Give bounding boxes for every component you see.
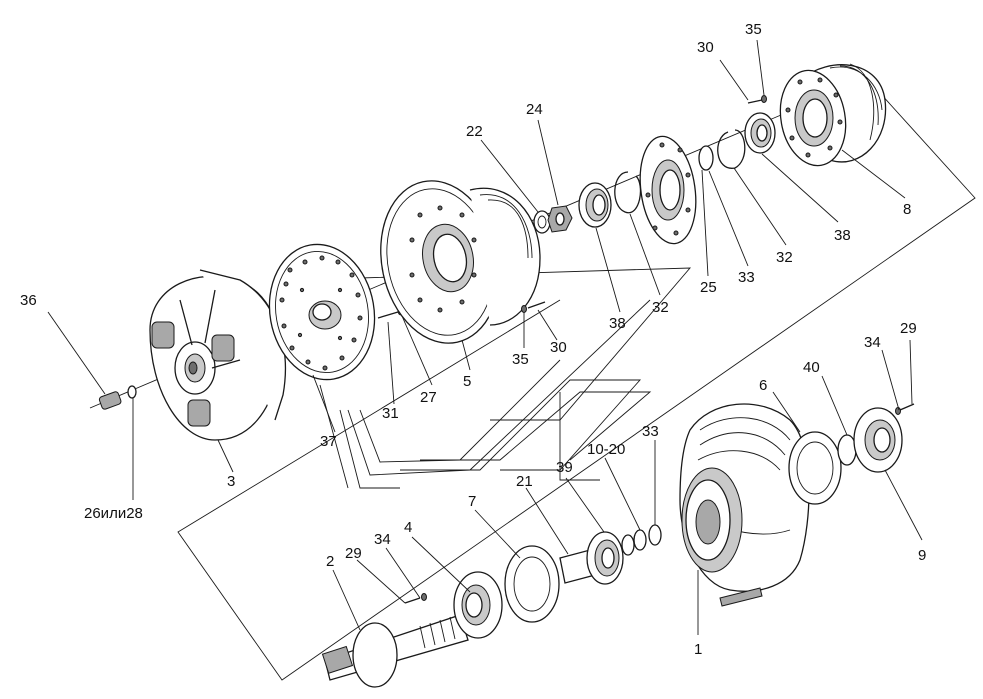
- callout-38-lower: 38: [609, 315, 626, 332]
- friction-disc-part: [268, 243, 376, 381]
- rings-33-32-upper: [698, 129, 746, 171]
- callout-39: 39: [556, 459, 573, 476]
- pulley-disk-part: [380, 180, 541, 344]
- bearing-part-38-lower: [578, 182, 612, 228]
- callout-3: 3: [227, 473, 235, 490]
- callout-40: 40: [803, 359, 820, 376]
- callout-24: 25: [700, 279, 717, 296]
- leader-lines: [47, 39, 923, 635]
- shim-rings-10-20-33: [621, 524, 662, 556]
- callout-26-or-28: 26или28: [84, 505, 143, 522]
- callout-37: 37: [320, 433, 337, 450]
- callout-4: 4: [404, 519, 412, 536]
- cover-part-9: [853, 407, 903, 473]
- bearing-part-39: [586, 531, 624, 585]
- callout-33-upper: 33: [738, 269, 755, 286]
- callout-5: 5: [463, 373, 471, 390]
- callout-35-upper: 35: [745, 21, 762, 38]
- callout-25: 21: [516, 473, 533, 490]
- circlip-part-32-lower: [614, 171, 642, 214]
- bearing-housing-flange: [639, 135, 697, 245]
- gear-housing-part-1: [679, 403, 810, 607]
- flange-part-4: [453, 571, 503, 639]
- callout-36: 36: [20, 292, 37, 309]
- pulley-part-8: [779, 63, 887, 167]
- callout-6: 6: [759, 377, 767, 394]
- bearing-part-38-upper: [744, 112, 776, 154]
- ring-part-40: [837, 434, 857, 466]
- callout-27: 27: [420, 389, 437, 406]
- callout-29-right: 29: [900, 320, 917, 337]
- callout-29-left: 29: [345, 545, 362, 562]
- callout-1: 1: [694, 641, 702, 658]
- callout-35-lower: 35: [512, 351, 529, 368]
- housing-cover-part: [149, 269, 287, 441]
- callout-33-lower: 33: [642, 423, 659, 440]
- callout-30-lower: 30: [550, 339, 567, 356]
- callout-30-upper: 30: [697, 39, 714, 56]
- callout-34-left: 34: [374, 531, 391, 548]
- callout-2: 2: [326, 553, 334, 570]
- bolt-29-34-left: [404, 593, 427, 604]
- callout-22: 24: [526, 101, 543, 118]
- callout-32-lower: 32: [652, 299, 669, 316]
- callout-9: 9: [918, 547, 926, 564]
- gasket-part-6: [788, 431, 842, 505]
- bolt-29-34-right: [895, 403, 915, 415]
- gasket-part-7: [504, 545, 560, 623]
- callout-labels: 36 26или28 3 37 31 27 5 22 24 35 30 38 3…: [20, 21, 926, 658]
- callout-38-upper: 38: [834, 227, 851, 244]
- bolt-30-35-upper: [747, 95, 767, 104]
- callout-34-right: 34: [864, 334, 881, 351]
- callout-7: 7: [468, 493, 476, 510]
- ring-nut-parts: [533, 205, 573, 234]
- callout-21: 22: [466, 123, 483, 140]
- fitting-part: [98, 385, 137, 410]
- callout-10-20: 10-20: [587, 441, 625, 458]
- shaft-part-2: [321, 614, 469, 688]
- callout-31: 31: [382, 405, 399, 422]
- callout-8: 8: [903, 201, 911, 218]
- callout-32-upper: 32: [776, 249, 793, 266]
